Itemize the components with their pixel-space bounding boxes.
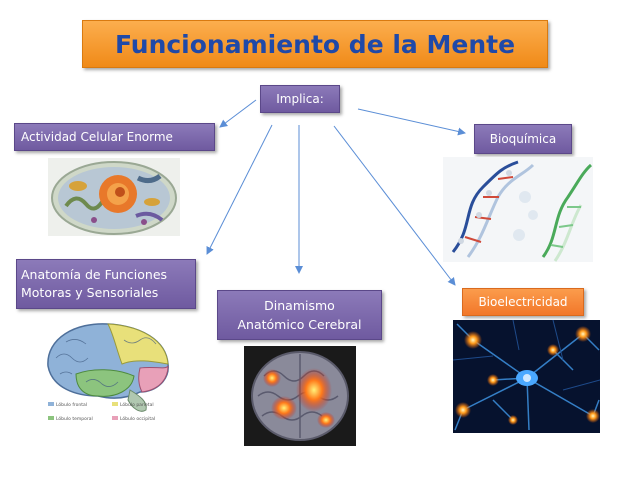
legend-frontal: Lóbulo frontal [56,401,87,408]
legend-temporal: Lóbulo temporal [56,415,93,422]
node-actividad-label: Actividad Celular Enorme [21,130,173,144]
node-bioquimica: Bioquímica [474,124,572,154]
node-dinamismo: Dinamismo Anatómico Cerebral [217,290,382,340]
center-node: Implica: [260,85,340,113]
page-title: Funcionamiento de la Mente [114,29,516,59]
node-bioquimica-label: Bioquímica [489,132,557,146]
legend-occipital: Lóbulo occipital [120,415,155,422]
node-dinamismo-label: Dinamismo Anatómico Cerebral [237,298,362,332]
cell-image [48,158,180,236]
node-anatomia-label: Anatomía de Funciones Motoras y Sensoria… [21,267,168,300]
arrow-to-actividad [219,99,257,128]
node-anatomia: Anatomía de Funciones Motoras y Sensoria… [16,259,196,309]
node-bioelectricidad-label: Bioelectricidad [478,295,568,309]
node-bioelectricidad: Bioelectricidad [462,288,584,316]
neurons-image [453,320,600,433]
title-box: Funcionamiento de la Mente [82,20,548,68]
brain-scan-image [244,346,356,446]
arrow-to-anatomia [206,124,273,255]
arrow-to-bioquimica [357,108,466,136]
node-actividad-celular: Actividad Celular Enorme [14,123,215,151]
brain-lobes-image: Lóbulo frontal Lóbulo parietal Lóbulo te… [36,318,181,433]
center-node-label: Implica: [276,92,324,106]
arrow-to-bioelectricidad [333,125,456,286]
dna-image [443,157,593,262]
legend-parietal: Lóbulo parietal [120,401,154,408]
